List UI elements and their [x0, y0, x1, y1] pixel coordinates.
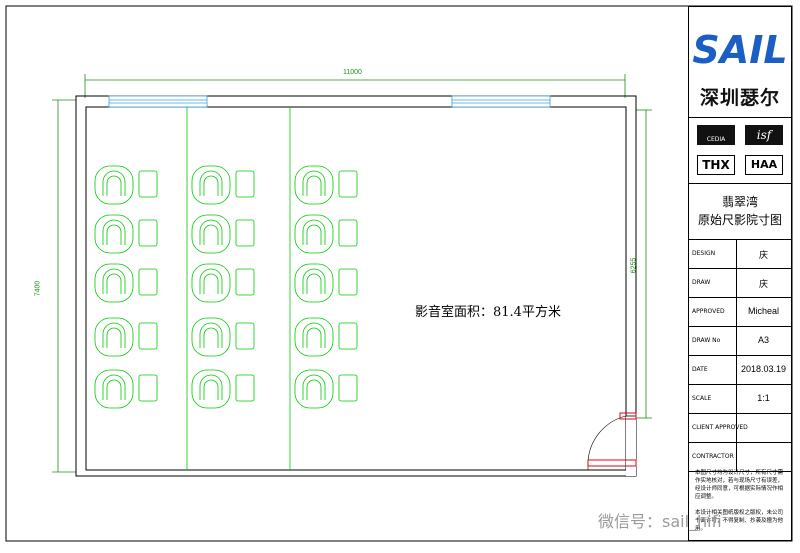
- recliner-seat: [94, 263, 158, 303]
- room-width-dimension: 11000: [343, 69, 362, 76]
- divider: [736, 442, 737, 471]
- door-marker-bottom: [587, 459, 637, 467]
- field-label-date: DATE: [692, 366, 708, 373]
- recliner-seat: [294, 369, 358, 409]
- divider: [689, 239, 791, 240]
- field-value-draw: 庆: [758, 279, 768, 289]
- field-label-draw-no: DRAW No: [692, 337, 721, 344]
- divider: [689, 117, 791, 118]
- room-height-dimension: 7400: [34, 280, 42, 297]
- sheet-border: [5, 5, 793, 542]
- copyright-note: 本设计相关图纸版权之版权，未公司书面许可，不得复制、抄袭及擅为他用。: [695, 510, 784, 532]
- recliner-seat: [294, 317, 358, 357]
- isf-logo: isf: [745, 125, 783, 145]
- divider: [736, 355, 737, 384]
- divider: [689, 471, 791, 472]
- project-name: 翡翠湾: [721, 195, 758, 209]
- recliner-seat: [191, 369, 255, 409]
- field-label-client-approved: CLIENT APPROVED: [692, 424, 748, 431]
- field-value-scale: 1:1: [757, 393, 770, 403]
- divider: [689, 183, 791, 184]
- certification-logos: CEDIA isf THX HAA: [689, 119, 791, 183]
- dimension-left: [52, 99, 76, 473]
- door: [587, 412, 637, 476]
- title-block: SAIL 深圳瑟尔 CEDIA isf THX HAA 翡翠湾 原始尺影院寸图 …: [688, 6, 792, 541]
- dimension-top: [84, 74, 626, 98]
- divider: [689, 413, 791, 414]
- divider: [689, 326, 791, 327]
- divider: [736, 268, 737, 297]
- divider: [689, 268, 791, 269]
- wechat-watermark: 微信号：sail_hifi: [598, 512, 722, 531]
- field-value-design: 庆: [758, 250, 768, 260]
- field-value-date: 2018.03.19: [740, 364, 787, 374]
- door-marker-top: [619, 412, 637, 420]
- room-walls: [75, 95, 637, 477]
- recliner-seat: [294, 165, 358, 205]
- divider: [736, 326, 737, 355]
- riser-lines: [186, 107, 291, 470]
- right-wall-dimension: 6255: [630, 257, 638, 274]
- field-value-approved: Micheal: [747, 306, 779, 316]
- recliner-seat: [94, 369, 158, 409]
- divider: [689, 355, 791, 356]
- divider: [736, 384, 737, 413]
- sail-logo: SAIL: [692, 28, 787, 72]
- room-area-label: 影音室面积：81.4平方米: [415, 305, 561, 320]
- thx-logo: THX: [697, 155, 735, 175]
- recliner-seat: [191, 317, 255, 357]
- recliner-seat: [94, 214, 158, 254]
- brand-name: 深圳瑟尔: [699, 87, 780, 109]
- field-value-draw-no: A3: [757, 335, 769, 345]
- sail-logo-text: SAIL: [692, 28, 787, 72]
- recliner-seat: [191, 263, 255, 303]
- field-label-design: DESIGN: [692, 250, 716, 257]
- window-right: [451, 95, 551, 108]
- divider: [736, 239, 737, 268]
- divider: [736, 297, 737, 326]
- field-label-contractor: CONTRACTOR: [692, 453, 734, 460]
- field-label-draw: DRAW: [692, 279, 711, 286]
- recliner-seat: [191, 214, 255, 254]
- field-label-scale: SCALE: [692, 395, 712, 402]
- divider: [689, 384, 791, 385]
- seating-layout: [94, 165, 358, 409]
- design-note: 本图尺寸均为设计尺寸，所有尺寸需作实地核对，若与现场尺寸有误差，经设计师同意，可…: [695, 470, 784, 500]
- field-label-approved: APPROVED: [692, 308, 725, 315]
- recliner-seat: [294, 263, 358, 303]
- dimension-right: [636, 109, 652, 419]
- divider: [689, 442, 791, 443]
- recliner-seat: [294, 214, 358, 254]
- window-left: [108, 95, 208, 108]
- divider: [689, 297, 791, 298]
- recliner-seat: [94, 165, 158, 205]
- haa-logo: HAA: [745, 155, 783, 175]
- cedia-logo: CEDIA: [697, 125, 735, 145]
- recliner-seat: [94, 317, 158, 357]
- drawing-name: 原始尺影院寸图: [697, 213, 782, 227]
- recliner-seat: [191, 165, 255, 205]
- divider: [736, 413, 737, 442]
